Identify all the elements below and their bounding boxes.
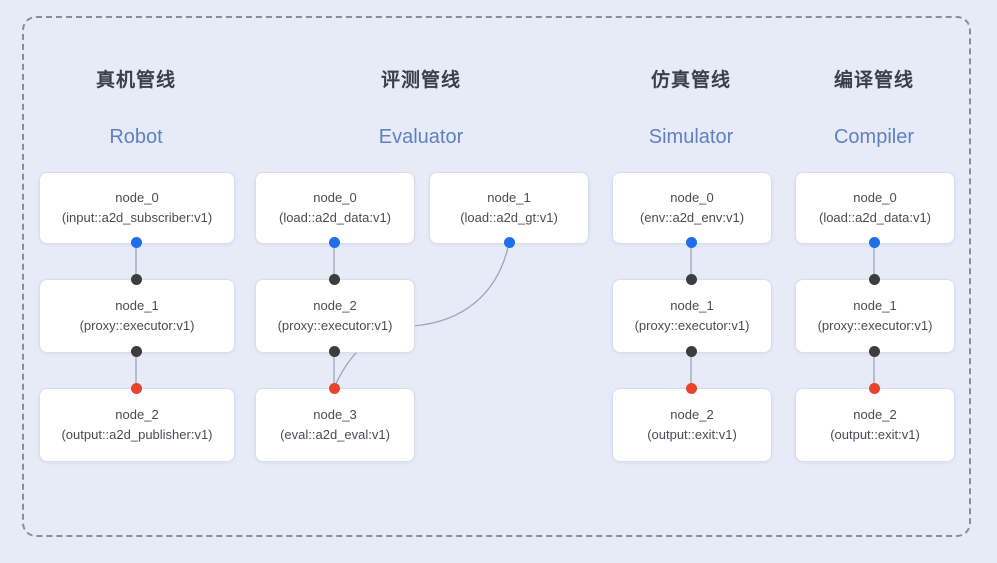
input-port-dot (130, 382, 142, 394)
pipeline-title-en-robot: Robot (109, 126, 163, 148)
node-type: (output::exit:v1) (830, 427, 920, 442)
node-simulator-0: node_0 (env::a2d_env:v1) (612, 172, 772, 244)
pipeline-title-en-compiler: Compiler (833, 126, 915, 148)
node-evaluator-1: node_1 (load::a2d_gt:v1) (429, 172, 589, 244)
node-type: (load::a2d_data:v1) (818, 210, 932, 225)
output-port-dot (503, 236, 515, 248)
node-evaluator-2: node_2 (proxy::executor:v1) (255, 279, 415, 353)
node-evaluator-0: node_0 (load::a2d_data:v1) (255, 172, 415, 244)
node-name: node_1 (115, 298, 159, 313)
node-type: (proxy::executor:v1) (634, 318, 750, 333)
node-type: (load::a2d_data:v1) (278, 210, 392, 225)
output-port-dot (130, 236, 142, 248)
node-type: (input::a2d_subscriber:v1) (61, 210, 213, 225)
pipeline-title-en-simulator: Simulator (648, 126, 734, 148)
node-name: node_1 (487, 190, 531, 205)
pipeline-title-cn-compiler: 编译管线 (833, 70, 915, 91)
node-name: node_3 (313, 407, 357, 422)
node-name: node_2 (115, 407, 159, 422)
node-name: node_0 (115, 190, 159, 205)
output-port-dot (328, 345, 340, 357)
input-port-dot (328, 382, 340, 394)
node-name: node_2 (313, 298, 357, 313)
pipeline-title-en-evaluator: Evaluator (378, 126, 464, 148)
node-name: node_0 (670, 190, 714, 205)
output-port-dot (685, 236, 697, 248)
node-type: (output::exit:v1) (647, 427, 737, 442)
node-evaluator-3: node_3 (eval::a2d_eval:v1) (255, 388, 415, 462)
output-port-dot (868, 236, 880, 248)
node-compiler-1: node_1 (proxy::executor:v1) (795, 279, 955, 353)
node-type: (proxy::executor:v1) (277, 318, 393, 333)
node-name: node_2 (853, 407, 897, 422)
pipeline-title-cn-simulator: 仿真管线 (650, 70, 732, 91)
node-name: node_0 (313, 190, 357, 205)
node-type: (proxy::executor:v1) (817, 318, 933, 333)
node-robot-2: node_2 (output::a2d_publisher:v1) (39, 388, 235, 462)
node-name: node_0 (853, 190, 897, 205)
node-robot-0: node_0 (input::a2d_subscriber:v1) (39, 172, 235, 244)
input-port-dot (328, 273, 340, 285)
pipeline-title-cn-robot: 真机管线 (95, 70, 177, 91)
input-port-dot (685, 382, 697, 394)
output-port-dot (328, 236, 340, 248)
node-type: (proxy::executor:v1) (79, 318, 195, 333)
node-compiler-2: node_2 (output::exit:v1) (795, 388, 955, 462)
node-type: (output::a2d_publisher:v1) (61, 427, 213, 442)
node-type: (eval::a2d_eval:v1) (280, 427, 390, 442)
input-port-dot (685, 273, 697, 285)
input-port-dot (868, 273, 880, 285)
node-compiler-0: node_0 (load::a2d_data:v1) (795, 172, 955, 244)
node-name: node_2 (670, 407, 714, 422)
pipeline-title-cn-evaluator: 评测管线 (380, 70, 462, 91)
output-port-dot (868, 345, 880, 357)
node-type: (env::a2d_env:v1) (639, 210, 745, 225)
output-port-dot (685, 345, 697, 357)
input-port-dot (130, 273, 142, 285)
node-name: node_1 (670, 298, 714, 313)
dashed-frame (22, 16, 971, 537)
node-simulator-2: node_2 (output::exit:v1) (612, 388, 772, 462)
node-robot-1: node_1 (proxy::executor:v1) (39, 279, 235, 353)
node-type: (load::a2d_gt:v1) (460, 210, 558, 225)
input-port-dot (868, 382, 880, 394)
node-simulator-1: node_1 (proxy::executor:v1) (612, 279, 772, 353)
output-port-dot (130, 345, 142, 357)
node-name: node_1 (853, 298, 897, 313)
